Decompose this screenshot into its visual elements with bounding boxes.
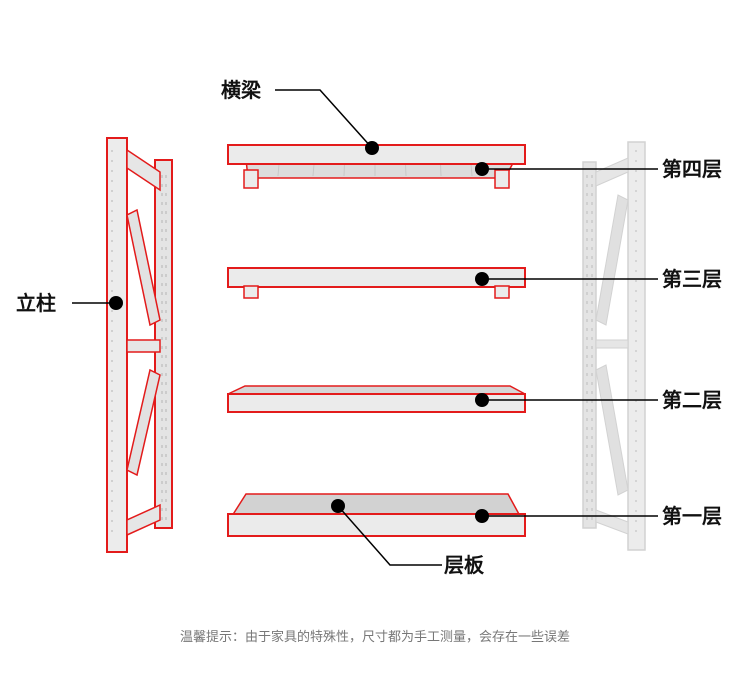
- right-upright-frame: [582, 141, 646, 551]
- shelf-level-2: [227, 385, 526, 413]
- label-crossbeam: 横梁: [221, 78, 261, 102]
- left-upright-frame: [106, 137, 173, 553]
- label-level-3: 第三层: [662, 267, 722, 291]
- label-level-1: 第一层: [662, 504, 722, 528]
- callout-dots: [109, 141, 489, 523]
- label-level-4: 第四层: [662, 157, 722, 181]
- measurement-note: 温馨提示：由于家具的特殊性，尺寸都为手工测量，会存在一些误差: [179, 630, 570, 645]
- label-level-2: 第二层: [662, 388, 722, 412]
- label-upright: 立柱: [16, 291, 56, 315]
- shelf-level-4: [227, 144, 526, 189]
- callout-lines: [72, 89, 658, 566]
- shelf-level-1: [227, 493, 526, 537]
- label-shelf-panel: 层板: [444, 553, 484, 577]
- shelf-level-3: [227, 267, 526, 299]
